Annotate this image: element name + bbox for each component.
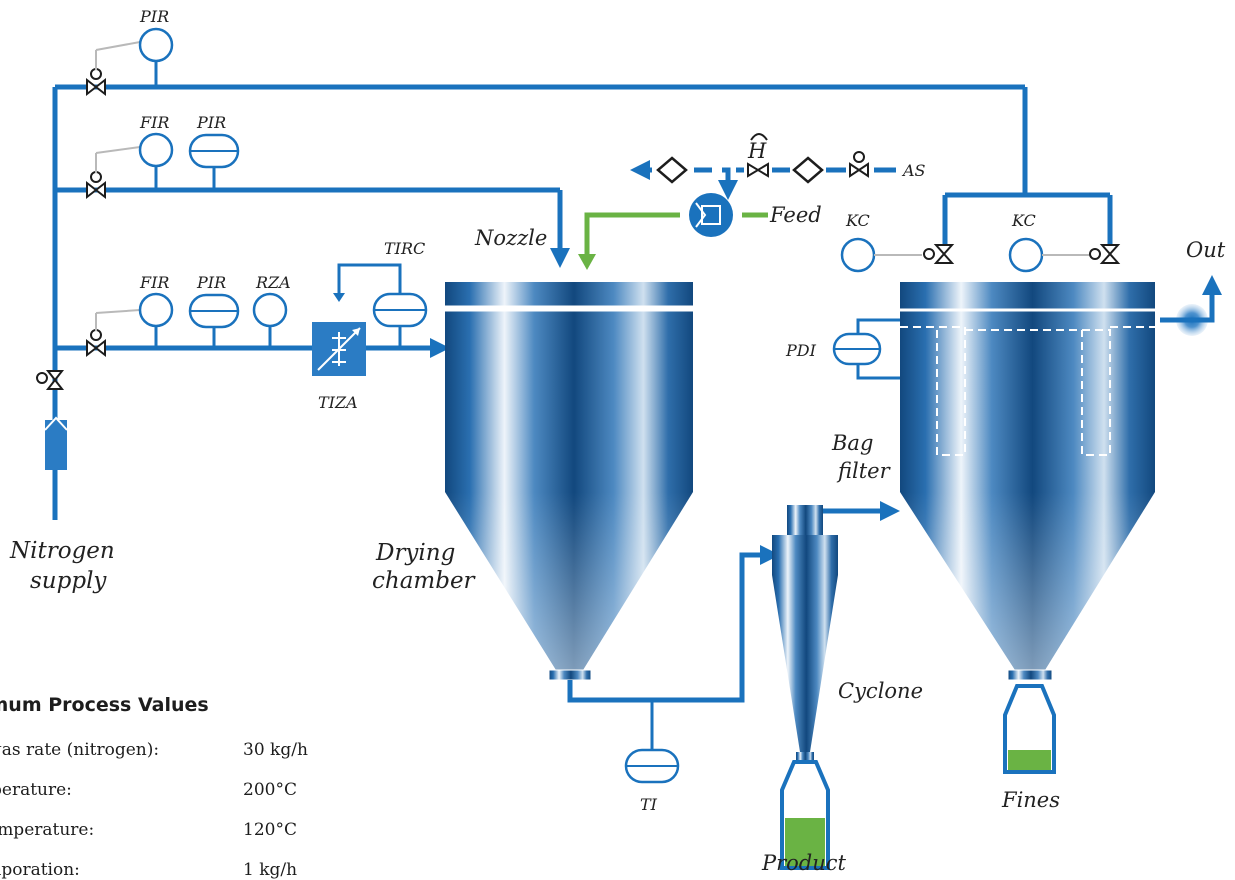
label-product: Product [761, 851, 847, 875]
nitrogen-filter [44, 416, 68, 470]
process-value-row: ess gas rate (nitrogen): 30 kg/h [0, 740, 308, 760]
product-container [780, 760, 830, 870]
process-value-label: r evaporation: [0, 860, 80, 880]
heater-tiza [312, 322, 366, 376]
label-drying-1: Drying [375, 540, 455, 566]
label-nozzle: Nozzle [474, 226, 547, 250]
fir-lower-instrument [138, 292, 174, 328]
bag-filter [900, 282, 1155, 681]
label-nitrogen-1: Nitrogen [9, 538, 115, 564]
label-rza: RZA [255, 273, 291, 292]
label-kc-right: KC [1011, 211, 1036, 230]
label-bag-filter-2: filter [836, 459, 892, 483]
rza-instrument [252, 292, 288, 328]
valve-h[interactable] [747, 162, 769, 178]
label-tiza: TIZA [318, 393, 358, 412]
process-value-row: r evaporation: 1 kg/h [0, 860, 297, 880]
label-pir-middle: PIR [196, 113, 226, 132]
process-value-label: temperature: [0, 780, 72, 800]
valve-kc-right[interactable] [1089, 244, 1121, 264]
pdi-instrument [832, 318, 900, 380]
ti-instrument [624, 748, 680, 784]
process-value-row: et temperature: 120°C [0, 820, 297, 840]
label-tirc: TIRC [384, 239, 425, 258]
label-as: AS [901, 161, 926, 180]
process-value-label: ess gas rate (nitrogen): [0, 740, 160, 760]
feed-pump [689, 193, 733, 237]
valve-lower-line[interactable] [86, 329, 106, 358]
pir-top-instrument [138, 27, 174, 63]
valve-top-line[interactable] [86, 68, 106, 97]
process-value-value: 1 kg/h [243, 860, 298, 880]
process-values-title: imum Process Values [0, 694, 209, 716]
label-feed: Feed [769, 203, 822, 227]
process-value-value: 30 kg/h [243, 740, 308, 760]
control-line [630, 151, 896, 200]
process-value-value: 200°C [243, 780, 297, 800]
label-out: Out [1186, 238, 1226, 262]
label-nitrogen-2: supply [30, 568, 107, 594]
feed-line [578, 212, 768, 270]
valve-as[interactable] [849, 151, 869, 178]
kc-right [1008, 237, 1090, 273]
label-bag-filter-1: Bag [831, 431, 873, 455]
label-kc-left: KC [845, 211, 870, 230]
fines-container [1003, 684, 1056, 774]
label-cyclone: Cyclone [838, 679, 923, 703]
label-pir-lower: PIR [196, 273, 226, 292]
fir-middle-instrument [138, 132, 174, 168]
valve-nitrogen-supply[interactable] [36, 370, 65, 390]
signal-lines [95, 41, 141, 331]
outlet-out [1160, 275, 1222, 336]
valve-kc-left[interactable] [923, 244, 955, 264]
label-drying-2: chamber [372, 568, 477, 594]
process-value-value: 120°C [243, 820, 297, 840]
pir-lower-instrument [188, 293, 240, 329]
valve-middle-line[interactable] [86, 171, 106, 200]
process-value-row: temperature: 200°C [0, 780, 297, 800]
pir-middle-instrument [188, 133, 240, 169]
label-fines: Fines [1001, 788, 1060, 812]
kc-left [840, 237, 922, 273]
label-h: H [747, 139, 767, 163]
process-values-panel: imum Process Values ess gas rate (nitrog… [0, 688, 360, 880]
process-value-label: et temperature: [0, 820, 95, 840]
label-fir-middle: FIR [139, 113, 169, 132]
drying-chamber [445, 282, 693, 681]
cyclone [772, 501, 900, 760]
label-pir-top: PIR [139, 7, 169, 26]
label-fir-lower: FIR [139, 273, 169, 292]
label-pdi: PDI [785, 341, 817, 360]
outlet-piping [567, 545, 780, 752]
tirc-instrument [372, 292, 428, 328]
label-ti: TI [640, 795, 658, 814]
